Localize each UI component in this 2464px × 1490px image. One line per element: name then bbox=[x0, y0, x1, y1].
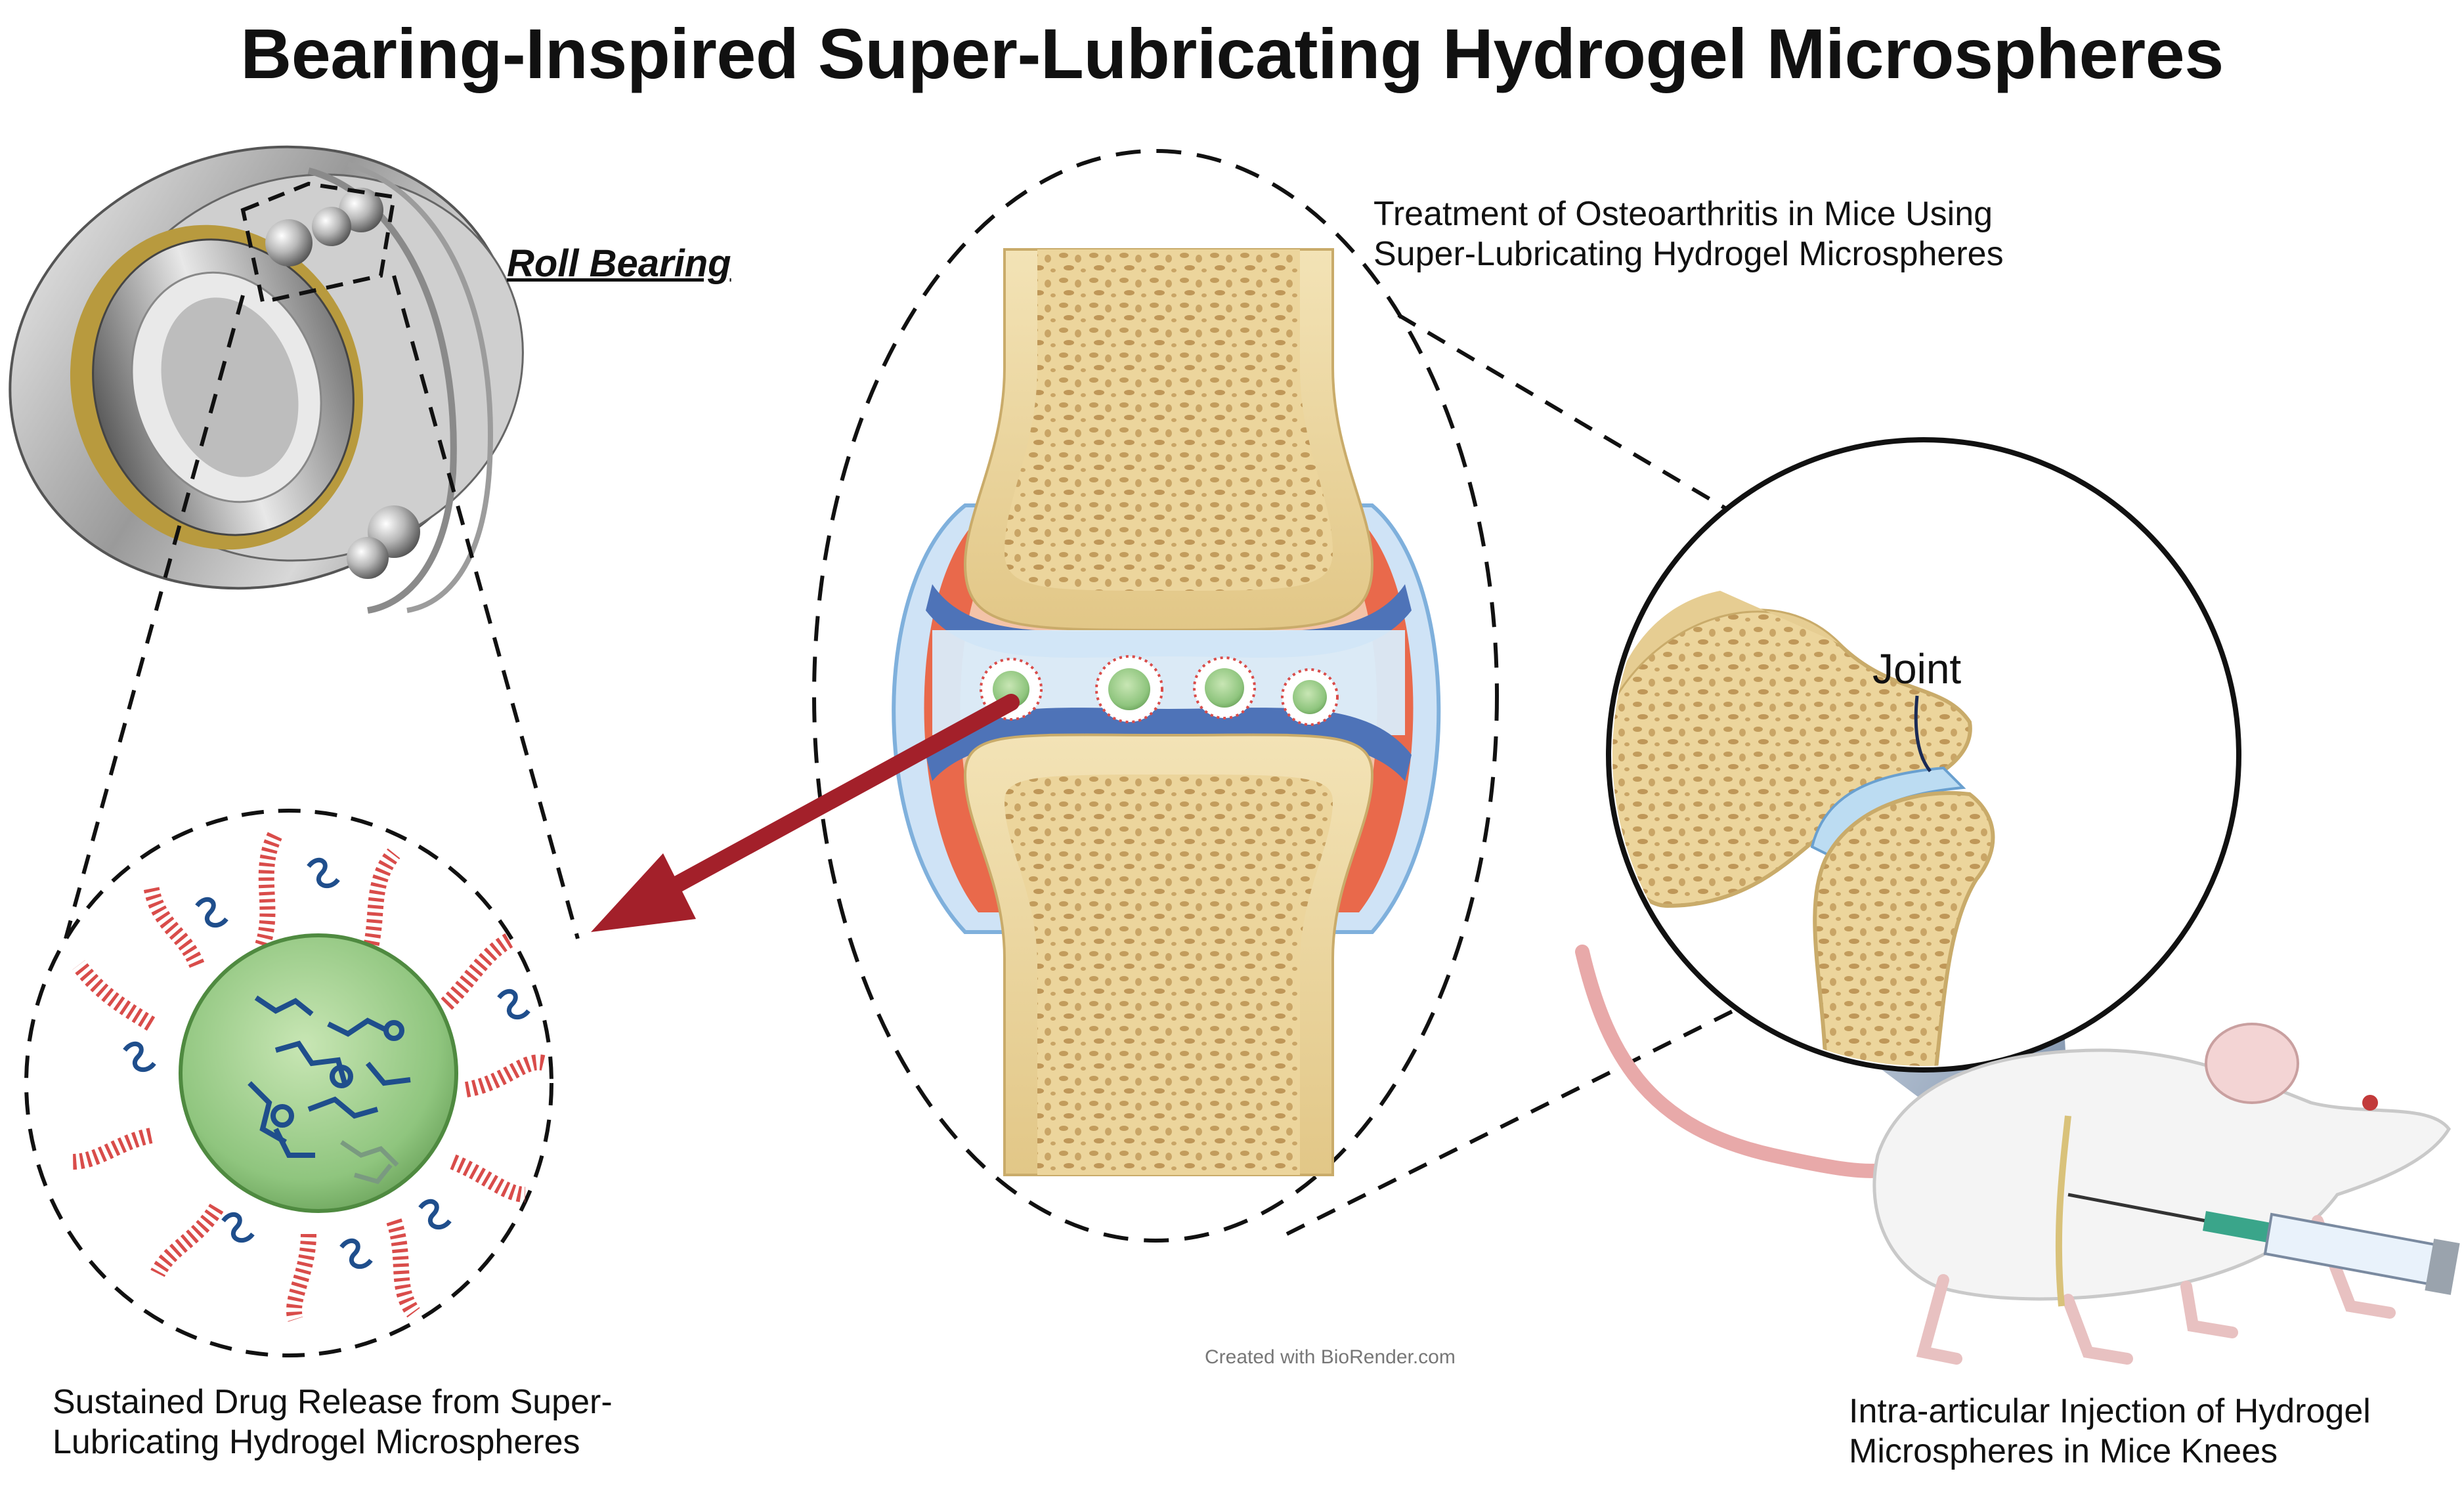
roll-bearing-label: Roll Bearing bbox=[507, 242, 731, 285]
injection-caption-line1: Intra-articular Injection of Hydrogel bbox=[1849, 1392, 2371, 1430]
knee-joint-illustration bbox=[812, 149, 1499, 1243]
released-drug-molecules bbox=[123, 857, 530, 1269]
treatment-caption-line2: Super-Lubricating Hydrogel Microspheres bbox=[1373, 235, 2004, 274]
mouse-tail bbox=[1575, 945, 1898, 1178]
syringe-icon bbox=[2067, 1193, 2460, 1295]
mouse-eye bbox=[2362, 1095, 2378, 1111]
mouse-body bbox=[1872, 1048, 2452, 1301]
zoom-arrow-icon bbox=[591, 694, 1020, 932]
injection-caption: Intra-articular Injection of Hydrogel Mi… bbox=[1849, 1392, 2464, 1472]
drug-release-caption-line1: Sustained Drug Release from Super- bbox=[53, 1383, 613, 1421]
polymer-brushes bbox=[72, 830, 548, 1322]
treatment-caption: Treatment of Osteoarthritis in Mice Usin… bbox=[1373, 194, 2096, 275]
mouse-illustration bbox=[1575, 945, 2452, 1365]
mouse-ear bbox=[2205, 1023, 2299, 1104]
joint-label: Joint bbox=[1872, 645, 1962, 692]
biorender-credit: Created with BioRender.com bbox=[1205, 1346, 1456, 1368]
encapsulated-drug bbox=[248, 995, 411, 1158]
figure-title: Bearing-Inspired Super-Lubricating Hydro… bbox=[240, 14, 2224, 93]
injection-caption-line2: Microspheres in Mice Knees bbox=[1849, 1432, 2278, 1471]
joint-microspheres bbox=[980, 655, 1339, 726]
joint-zoom-outline bbox=[812, 149, 1499, 1243]
treatment-caption-line1: Treatment of Osteoarthritis in Mice Usin… bbox=[1373, 195, 1993, 233]
drug-release-caption-line2: Lubricating Hydrogel Microspheres bbox=[53, 1423, 580, 1462]
roll-bearing-illustration bbox=[9, 145, 524, 614]
drug-release-caption: Sustained Drug Release from Super- Lubri… bbox=[53, 1382, 709, 1463]
drug-release-microsphere bbox=[24, 809, 553, 1357]
microsphere-icon bbox=[179, 933, 458, 1213]
